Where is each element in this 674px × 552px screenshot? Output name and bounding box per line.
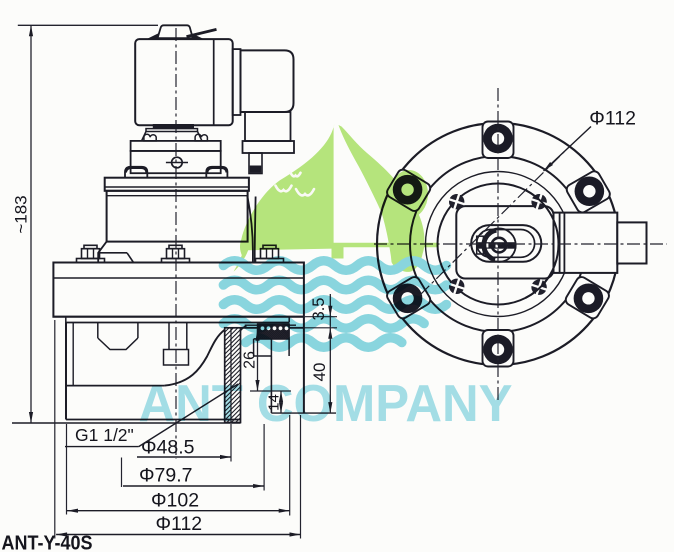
svg-text:14: 14 (266, 394, 283, 411)
svg-text:Φ112: Φ112 (589, 108, 636, 130)
svg-text:ANT-Y-40S: ANT-Y-40S (2, 533, 93, 552)
svg-text:Φ79.7: Φ79.7 (139, 465, 193, 487)
svg-text:40: 40 (310, 363, 329, 382)
svg-text:Φ48.5: Φ48.5 (141, 437, 195, 459)
svg-text:G1 1/2": G1 1/2" (75, 425, 134, 445)
svg-text:Φ112: Φ112 (156, 513, 203, 535)
svg-text:~183: ~183 (12, 195, 31, 233)
svg-text:Φ102: Φ102 (151, 490, 199, 512)
svg-text:ANT COMPANY: ANT COMPANY (139, 375, 513, 433)
svg-text:26: 26 (242, 351, 259, 369)
